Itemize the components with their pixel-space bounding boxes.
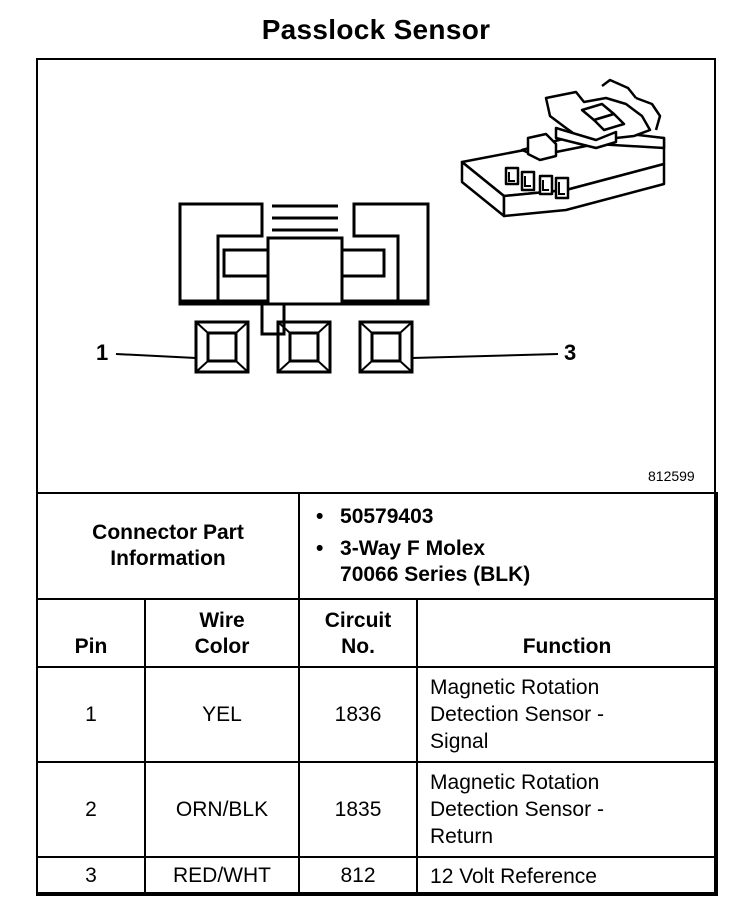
pin-cell: 3	[36, 856, 146, 896]
part-number: 50579403	[316, 504, 716, 530]
circuit-cell: 1835	[298, 761, 419, 858]
connector-table: Connector Part Information 50579403 3-Wa…	[35, 492, 719, 896]
pin-cell: 2	[36, 761, 146, 858]
page-title: Passlock Sensor	[261, 14, 491, 45]
latch-body	[266, 236, 344, 306]
connector-diagram	[115, 78, 666, 374]
column-header-pin: Pin	[36, 598, 146, 668]
connector-face-outline	[178, 204, 430, 336]
terminal-cavity-3	[358, 320, 414, 374]
circuit-cell: 1836	[298, 666, 419, 763]
wire-color-cell: YEL	[143, 666, 301, 763]
figure-id: 812599	[648, 468, 695, 484]
connector-upper-housing	[178, 202, 430, 304]
connector-description: 3-Way F Molex 70066 Series (BLK)	[316, 536, 716, 588]
table-row: 3 RED/WHT 812 12 Volt Reference	[36, 856, 719, 896]
connector-info-row: Connector Part Information 50579403 3-Wa…	[35, 492, 719, 600]
pin-3-label: 3	[564, 340, 577, 365]
terminal-cavity-2	[276, 320, 332, 374]
wire-color-cell: RED/WHT	[143, 856, 301, 896]
pin-3-leader	[411, 353, 559, 359]
circuit-cell: 812	[298, 856, 419, 896]
connector-info-list: 50579403 3-Way F Molex 70066 Series (BLK…	[298, 492, 719, 600]
connector-info-label: Connector Part Information	[35, 492, 301, 600]
terminal-cavity-1	[194, 320, 250, 374]
pin-1-label: 1	[96, 340, 109, 365]
function-cell: 12 Volt Reference	[416, 856, 719, 896]
column-header-function: Function	[416, 598, 719, 668]
wire-color-cell: ORN/BLK	[143, 761, 301, 858]
pin-1-leader	[115, 353, 197, 359]
pin-cell: 1	[36, 666, 146, 763]
connector-isometric-view	[460, 78, 666, 218]
